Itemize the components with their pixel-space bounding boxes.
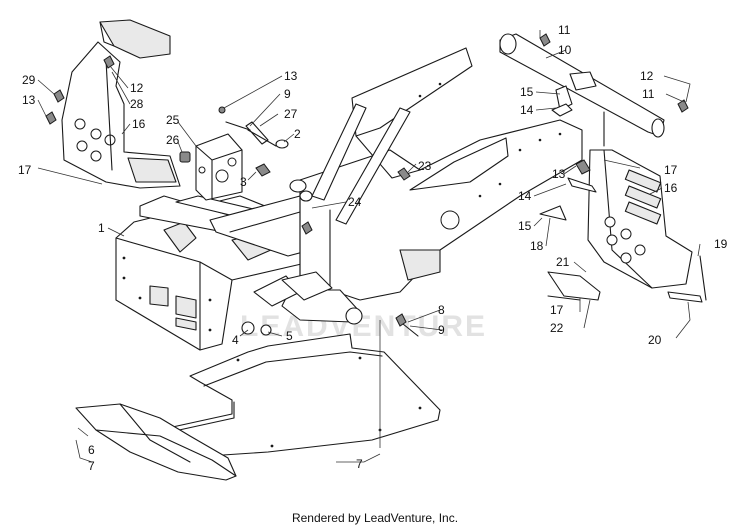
left-footrest <box>45 19 181 189</box>
callout-11-top: 11 <box>558 23 571 37</box>
callout-15-top: 15 <box>520 85 534 99</box>
callout-6: 6 <box>88 443 95 457</box>
callout-17-right: 17 <box>664 163 678 177</box>
callout-12-right: 12 <box>640 69 654 83</box>
callout-3: 3 <box>240 175 247 189</box>
render-credit: Rendered by LeadVenture, Inc. <box>291 511 459 525</box>
callout-23: 23 <box>418 159 432 173</box>
callout-28: 28 <box>130 97 144 111</box>
callout-15-bottom: 15 <box>518 219 532 233</box>
callout-24: 24 <box>348 195 362 209</box>
callout-labels: 29 13 17 12 28 16 13 9 27 25 26 2 3 23 2… <box>18 23 728 473</box>
callout-20: 20 <box>648 333 662 347</box>
callout-9-top: 9 <box>284 87 291 101</box>
callout-16-right: 16 <box>664 181 678 195</box>
callout-16-left: 16 <box>132 117 146 131</box>
upper-spar <box>311 103 411 225</box>
callout-13-center: 13 <box>284 69 298 83</box>
callout-11-right: 11 <box>642 87 655 101</box>
callout-19: 19 <box>714 237 728 251</box>
leader-lines <box>37 30 701 463</box>
callout-26: 26 <box>166 133 180 147</box>
front-tubes <box>253 271 363 325</box>
front-skid-plate <box>75 403 237 481</box>
steering-bracket <box>195 133 243 201</box>
callout-21: 21 <box>556 255 570 269</box>
callout-18: 18 <box>530 239 544 253</box>
callout-10: 10 <box>558 43 572 57</box>
callout-4: 4 <box>232 333 239 347</box>
steering-shaft <box>499 33 689 147</box>
callout-7-left: 7 <box>88 459 95 473</box>
callout-29: 29 <box>22 73 36 87</box>
callout-8: 8 <box>438 303 445 317</box>
belly-pan <box>165 333 441 457</box>
callout-9-bottom: 9 <box>438 323 445 337</box>
callout-17-bottom: 17 <box>550 303 564 317</box>
right-footrest <box>539 149 707 303</box>
callout-12-left: 12 <box>130 81 144 95</box>
callout-17-left: 17 <box>18 163 32 177</box>
callout-7-center: 7 <box>356 457 363 471</box>
callout-1: 1 <box>98 221 105 235</box>
watermark: LEADVENTURE <box>240 310 487 343</box>
tunnel-frame <box>299 47 583 301</box>
callout-13-left: 13 <box>22 93 36 107</box>
callout-14-top: 14 <box>520 103 534 117</box>
callout-14-bottom: 14 <box>518 189 532 203</box>
callout-5: 5 <box>286 329 293 343</box>
callout-22: 22 <box>550 321 564 335</box>
callout-27: 27 <box>284 107 298 121</box>
small-hardware <box>179 106 419 337</box>
callout-2: 2 <box>294 127 301 141</box>
callout-13-right: 13 <box>552 167 566 181</box>
callout-25: 25 <box>166 113 180 127</box>
